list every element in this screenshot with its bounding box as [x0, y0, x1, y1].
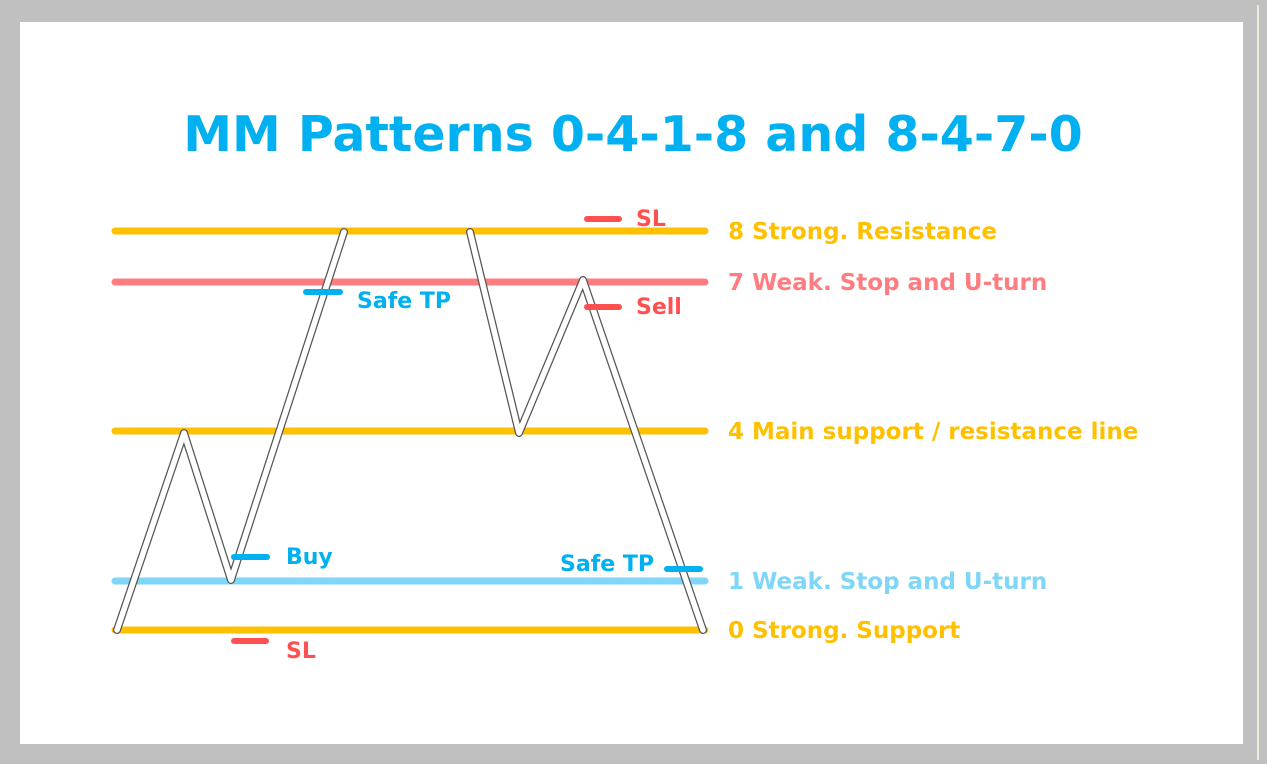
price-path-right	[466, 228, 707, 634]
level-label-0: 0 Strong. Support	[728, 618, 960, 644]
price-path-left	[113, 228, 348, 634]
diagram-panel	[20, 22, 1243, 744]
buy-label: Buy	[286, 545, 333, 570]
sell-label: Sell	[636, 295, 682, 320]
sl-label-right: SL	[636, 207, 666, 232]
diagram-title: MM Patterns 0-4-1-8 and 8-4-7-0	[183, 106, 1083, 163]
window-edge	[1257, 5, 1259, 760]
safe-tp-label-left: Safe TP	[357, 289, 451, 314]
level-label-1: 1 Weak. Stop and U-turn	[728, 569, 1047, 595]
sl-label-left: SL	[286, 639, 316, 664]
level-label-7: 7 Weak. Stop and U-turn	[728, 270, 1047, 296]
level-label-4: 4 Main support / resistance line	[728, 419, 1138, 445]
safe-tp-label-right: Safe TP	[560, 552, 654, 577]
level-label-8: 8 Strong. Resistance	[728, 219, 997, 245]
